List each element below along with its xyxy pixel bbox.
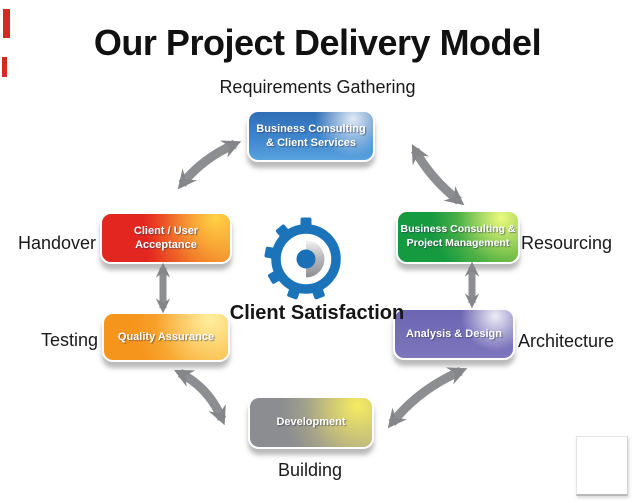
page-title: Our Project Delivery Model: [93, 22, 542, 63]
vertical-double-arrow-left-icon: [155, 262, 171, 314]
vertical-double-arrow-right-icon: [464, 261, 480, 309]
stage-requirements-line2: & Client Services: [266, 137, 356, 149]
stage-resourcing-line1: Business Consulting &: [400, 223, 516, 236]
stage-building-line1: Development: [276, 416, 346, 429]
stage-handover-box: Client / User Acceptance: [100, 212, 232, 264]
red-accent-mark-bottom: [2, 57, 7, 77]
curved-double-arrow-top-right-icon: [411, 143, 465, 206]
stage-architecture-line1: Analysis & Design: [406, 327, 502, 340]
stage-handover-line2: Acceptance: [135, 239, 197, 251]
label-handover: Handover: [17, 233, 96, 253]
stage-handover-line1: Client / User: [133, 224, 199, 237]
curved-double-arrow-bottom-left-icon: [173, 369, 227, 426]
stage-requirements-line1: Business Consulting: [256, 122, 366, 135]
stage-resourcing-box: Business Consulting & Project Management: [396, 210, 520, 264]
label-resourcing: Resourcing: [521, 233, 613, 253]
label-testing: Testing: [40, 330, 98, 350]
stage-architecture-box: Analysis & Design: [393, 308, 515, 360]
curved-double-arrow-bottom-right-icon: [387, 366, 468, 429]
stage-testing-box: Quality Assurance: [102, 312, 230, 362]
label-architecture: Architecture: [518, 331, 615, 351]
red-accent-mark-top: [3, 9, 10, 38]
stage-building-box: Development: [248, 396, 374, 449]
curved-double-arrow-top-left-icon: [177, 139, 242, 190]
label-building: Building: [277, 460, 343, 480]
stage-requirements-box: Business Consulting & Client Services: [247, 110, 375, 162]
page-curl-card: [576, 436, 628, 496]
center-label: Client Satisfaction: [229, 302, 405, 324]
stage-testing-line1: Quality Assurance: [117, 330, 215, 343]
label-requirements-gathering: Requirements Gathering: [219, 77, 416, 97]
stage-resourcing-line2: Project Management: [406, 237, 510, 249]
gear-icon: [264, 217, 341, 300]
